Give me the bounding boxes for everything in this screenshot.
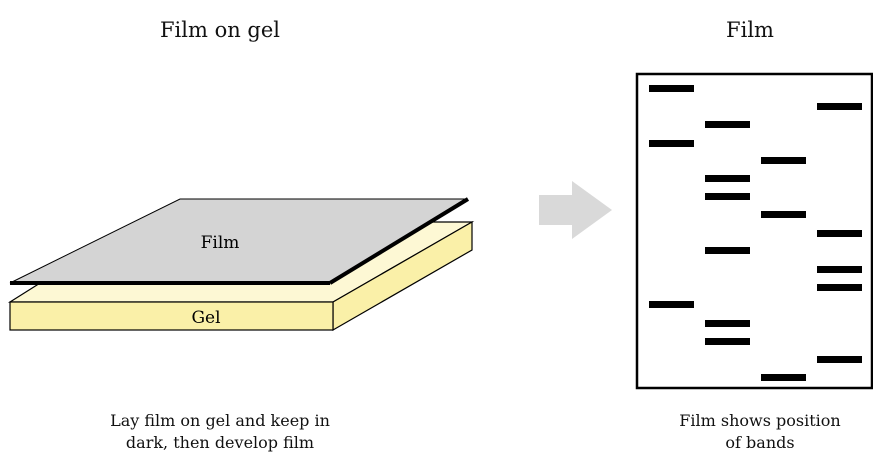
band (705, 193, 750, 200)
band (649, 140, 694, 147)
left-caption-line-1: Lay film on gel and keep in (110, 411, 330, 430)
right-caption-line-2: of bands (725, 433, 795, 452)
band (761, 211, 806, 218)
band (817, 266, 862, 273)
left-panel-caption: Lay film on gel and keep in dark, then d… (70, 410, 370, 454)
band (705, 338, 750, 345)
band (817, 103, 862, 110)
band (649, 85, 694, 92)
right-arrow-icon (539, 181, 612, 239)
right-panel-title: Film (726, 18, 774, 42)
band (705, 247, 750, 254)
developed-film (635, 72, 873, 390)
left-panel-title: Film on gel (159, 18, 281, 42)
band (761, 157, 806, 164)
band (817, 356, 862, 363)
film-label: Film (201, 233, 240, 253)
band (705, 175, 750, 182)
right-caption-line-1: Film shows position (679, 411, 841, 430)
band (817, 284, 862, 291)
band (649, 301, 694, 308)
right-panel-caption: Film shows position of bands (630, 410, 873, 454)
gel-front-face (9, 301, 334, 331)
film-right-edge (328, 197, 470, 285)
left-caption-line-2: dark, then develop film (125, 433, 315, 452)
band (817, 230, 862, 237)
band (761, 374, 806, 381)
band (705, 320, 750, 327)
gel-label: Gel (191, 308, 220, 328)
film-sheet: Film (9, 197, 470, 285)
band (705, 121, 750, 128)
